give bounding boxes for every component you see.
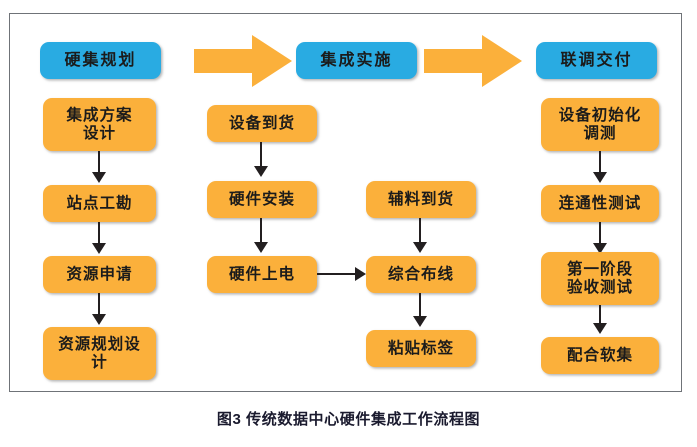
task-box-3-1[interactable]: 辅料到货	[366, 181, 476, 218]
block-arrow-right-icon-1	[194, 35, 292, 87]
task-box-3-2-label: 综合布线	[387, 265, 454, 283]
connector-arrowhead-1-1	[92, 172, 106, 183]
task-box-3-3[interactable]: 粘贴标签	[366, 330, 476, 367]
task-box-3-1-label: 辅料到货	[387, 190, 454, 208]
task-box-4-4[interactable]: 配合软集	[541, 337, 659, 374]
connector-line-3-1	[419, 218, 421, 246]
task-box-1-2-label: 站点工勘	[66, 194, 133, 212]
task-box-1-4-label: 资源规划设 计	[58, 336, 141, 371]
connector-arrowhead-1-3	[92, 314, 106, 325]
task-box-1-2[interactable]: 站点工勘	[43, 185, 156, 222]
block-arrow-right-icon-2	[424, 35, 522, 87]
task-box-2-1[interactable]: 设备到货	[207, 105, 317, 142]
task-box-4-2[interactable]: 连通性测试	[541, 185, 659, 222]
phase-box-1-label: 硬集规划	[64, 51, 137, 69]
figure-caption: 图3 传统数据中心硬件集成工作流程图	[216, 411, 481, 428]
connector-line-1-3	[98, 293, 100, 318]
connector-arrowhead-2-1	[254, 166, 268, 177]
connector-arrowhead-4-2	[593, 243, 607, 254]
connector-line-2-2	[260, 218, 262, 246]
task-box-3-3-label: 粘贴标签	[387, 339, 454, 357]
connector-line-2-3	[317, 273, 359, 275]
task-box-4-3-label: 第一阶段 验收测试	[566, 261, 633, 296]
task-box-2-3[interactable]: 硬件上电	[207, 256, 317, 293]
task-box-1-1[interactable]: 集成方案 设计	[43, 98, 156, 151]
flowchart-canvas: 硬集规划 集成实施 联调交付 集成方案 设计 站点工勘	[40, 35, 659, 380]
connector-arrowhead-3-1	[413, 242, 427, 253]
task-box-2-2-label: 硬件安装	[228, 190, 295, 208]
task-box-1-3-label: 资源申请	[66, 265, 133, 283]
phase-box-2[interactable]: 集成实施	[296, 42, 417, 79]
connector-arrowhead-2-2	[254, 242, 268, 253]
task-box-2-3-label: 硬件上电	[228, 265, 295, 283]
connector-arrowhead-4-3	[593, 323, 607, 334]
task-box-4-4-label: 配合软集	[566, 346, 633, 364]
task-box-2-1-label: 设备到货	[228, 114, 295, 132]
connector-arrowhead-2-3	[355, 267, 366, 281]
connector-line-2-1	[260, 142, 262, 170]
phase-box-2-label: 集成实施	[320, 51, 393, 69]
task-box-4-3[interactable]: 第一阶段 验收测试	[541, 252, 659, 305]
task-box-3-2[interactable]: 综合布线	[366, 256, 476, 293]
phase-box-3[interactable]: 联调交付	[536, 42, 657, 79]
task-box-4-1[interactable]: 设备初始化 调测	[541, 98, 659, 151]
connector-line-1-2	[98, 222, 100, 247]
connector-line-4-3	[599, 305, 601, 327]
task-box-1-1-label: 集成方案 设计	[66, 107, 133, 142]
connector-line-4-2	[599, 222, 601, 247]
connector-line-4-1	[599, 151, 601, 176]
task-box-1-4[interactable]: 资源规划设 计	[43, 327, 156, 380]
task-box-2-2[interactable]: 硬件安装	[207, 181, 317, 218]
task-box-1-3[interactable]: 资源申请	[43, 256, 156, 293]
phase-box-1[interactable]: 硬集规划	[40, 42, 161, 79]
task-box-4-1-label: 设备初始化 调测	[558, 107, 642, 142]
connector-line-3-2	[419, 293, 421, 320]
connector-arrowhead-4-1	[593, 172, 607, 183]
connector-arrowhead-3-2	[413, 316, 427, 327]
connector-arrowhead-1-2	[92, 243, 106, 254]
connector-line-1-1	[98, 151, 100, 176]
task-box-4-2-label: 连通性测试	[558, 194, 642, 212]
phase-box-3-label: 联调交付	[560, 51, 633, 69]
